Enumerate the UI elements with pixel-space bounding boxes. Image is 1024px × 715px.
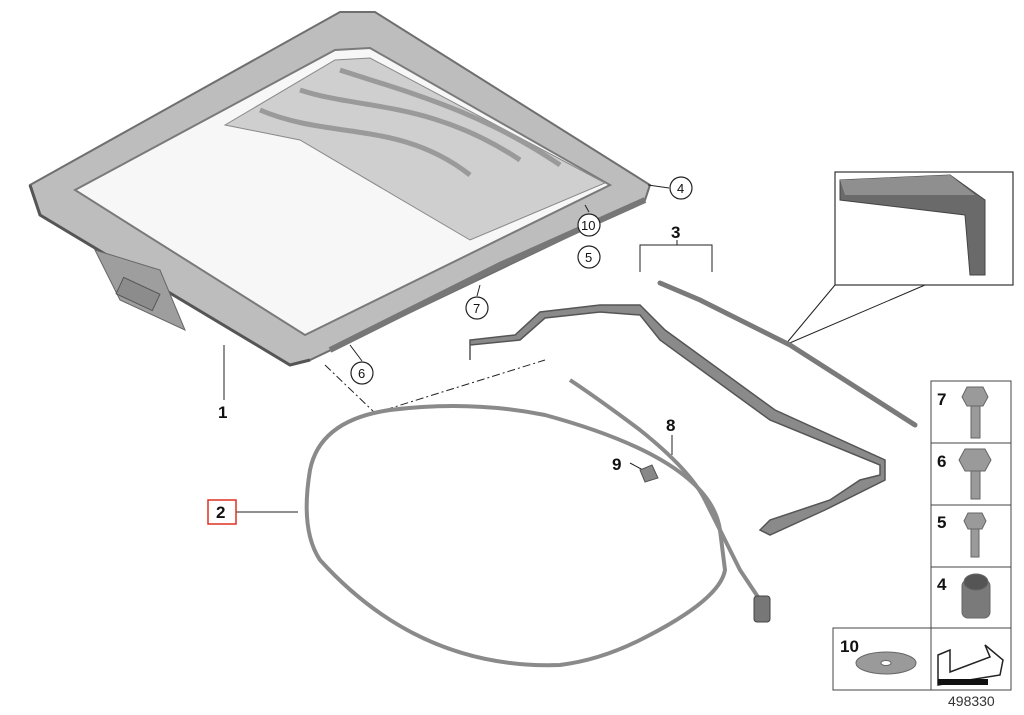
callout-8: 8 (666, 416, 675, 435)
view-direction-arrow-icon (937, 644, 1004, 686)
legend-panel (832, 380, 1012, 691)
seal-ring-part-2[interactable] (304, 404, 728, 668)
bolt-7-icon (961, 386, 989, 439)
callout-1: 1 (218, 403, 227, 422)
bolt-5-icon (963, 512, 987, 558)
legend-10: 10 (840, 637, 859, 656)
bolt-6-icon (958, 448, 992, 500)
callout-3: 3 (671, 223, 680, 242)
callout-5: 5 (585, 250, 592, 265)
seal-part-3[interactable] (469, 280, 918, 536)
legend-7: 7 (937, 390, 946, 409)
callout-2[interactable]: 2 (216, 503, 225, 522)
legend-6: 6 (937, 452, 946, 471)
callout-9: 9 (612, 455, 621, 474)
drain-hose-part-8[interactable] (568, 378, 771, 623)
grommet-4-icon (961, 573, 991, 619)
clip-part-9 (639, 464, 659, 483)
callout-6: 6 (358, 366, 365, 381)
seal-profile-detail (834, 171, 1014, 286)
callout-4: 4 (677, 181, 684, 196)
legend-4: 4 (937, 575, 947, 594)
diagram-number: 498330 (948, 693, 995, 709)
callout-10: 10 (581, 218, 595, 233)
washer-10-icon (855, 651, 917, 675)
callout-7: 7 (473, 301, 480, 316)
legend-part-icons (855, 386, 992, 675)
sunroof-frame-part-1[interactable] (28, 11, 652, 367)
callout-2-highlight (207, 499, 237, 525)
legend-5: 5 (937, 513, 946, 532)
